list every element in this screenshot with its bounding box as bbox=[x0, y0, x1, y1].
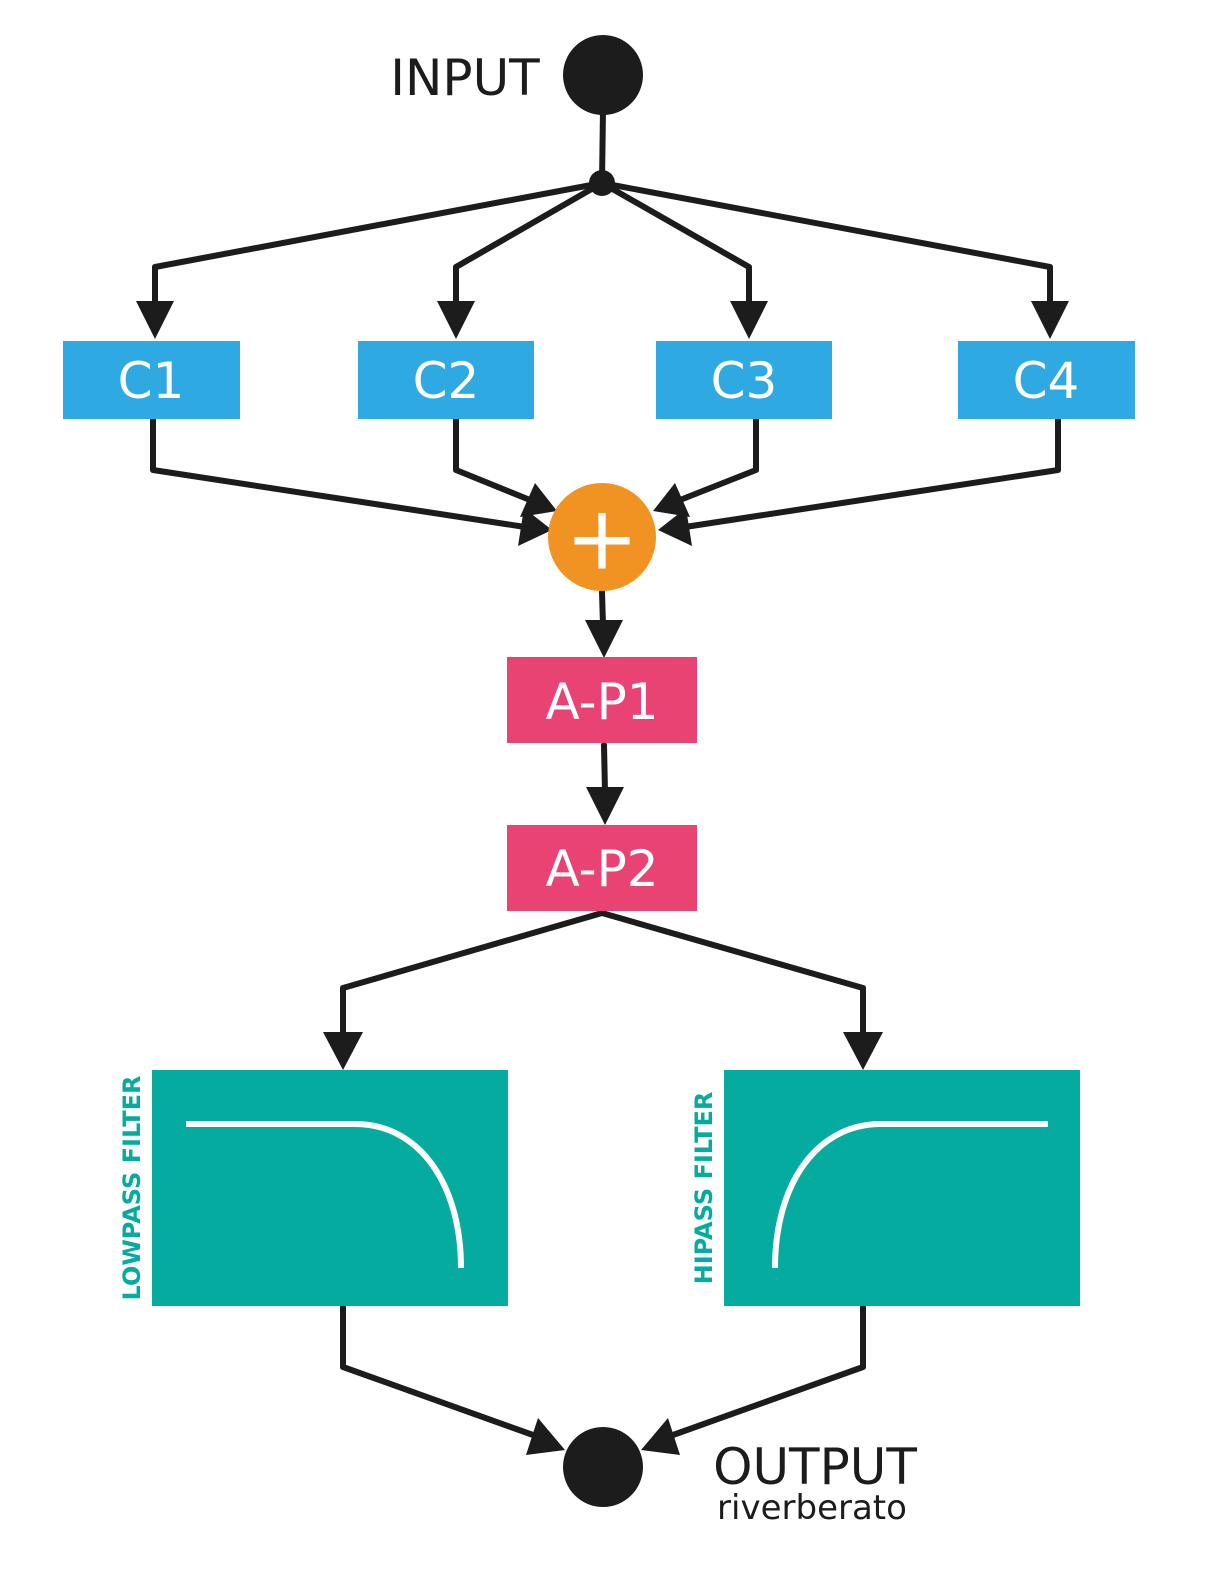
comb-filter-c3-box bbox=[656, 341, 832, 419]
wire-input-to-split bbox=[599, 107, 606, 185]
arrowhead-to-c1 bbox=[136, 301, 174, 339]
connections bbox=[150, 107, 1061, 1438]
input-node: INPUT bbox=[390, 35, 643, 115]
allpass-filter-ap1: A-P1 bbox=[507, 657, 697, 743]
hipass-response-curve bbox=[772, 1121, 1048, 1269]
allpass-filter-ap2-label: A-P2 bbox=[545, 840, 658, 898]
comb-filter-c2: C2 bbox=[358, 341, 534, 419]
arrowhead-c1-into-sum bbox=[518, 508, 552, 546]
allpass-filter-ap2-box bbox=[507, 825, 697, 911]
hipass-filter-label: HIPASS FILTER bbox=[690, 1092, 718, 1285]
wire-c3-to-sum bbox=[677, 416, 759, 503]
summing-node: + bbox=[548, 483, 656, 591]
wire-c2-to-sum bbox=[453, 416, 533, 503]
allpass-filter-ap1-box bbox=[507, 657, 697, 743]
output-sublabel: riverberato bbox=[717, 1488, 907, 1528]
output-dot bbox=[563, 1427, 643, 1507]
comb-filter-c3-label: C3 bbox=[711, 352, 778, 410]
wire-split-to-c1 bbox=[152, 180, 605, 308]
arrowhead-c4-into-sum bbox=[658, 508, 692, 546]
wire-sum-to-ap1 bbox=[599, 589, 606, 628]
lowpass-filter: LOWPASS FILTER bbox=[118, 1070, 508, 1306]
comb-filter-row: C1 C2 C3 C4 bbox=[63, 341, 1135, 419]
allpass-filter-ap1-label: A-P1 bbox=[545, 673, 658, 731]
wire-ap1-to-ap2 bbox=[601, 742, 608, 795]
wire-c4-to-sum bbox=[682, 416, 1061, 530]
lowpass-filter-box bbox=[152, 1070, 508, 1306]
comb-filter-c2-label: C2 bbox=[413, 352, 480, 410]
arrowhead-c3-into-sum bbox=[653, 483, 690, 517]
hipass-filter: HIPASS FILTER bbox=[690, 1070, 1080, 1306]
comb-filter-c1-box bbox=[63, 341, 240, 419]
wire-hipass-to-output bbox=[670, 1304, 866, 1438]
arrowhead-into-lowpass bbox=[323, 1032, 363, 1070]
arrowhead-c2-into-sum bbox=[520, 483, 557, 517]
comb-filter-c1: C1 bbox=[63, 341, 240, 419]
arrowhead-to-c2 bbox=[437, 301, 475, 339]
arrowheads bbox=[136, 301, 1069, 1455]
arrowhead-to-c3 bbox=[730, 301, 768, 339]
arrowhead-into-hipass bbox=[843, 1032, 883, 1070]
arrowhead-into-ap2 bbox=[586, 787, 624, 825]
wire-c1-to-sum bbox=[150, 416, 528, 530]
arrowhead-into-ap1 bbox=[585, 620, 623, 658]
lowpass-filter-label: LOWPASS FILTER bbox=[118, 1075, 146, 1300]
summing-node-circle bbox=[548, 483, 656, 591]
wire-split-to-c4 bbox=[599, 180, 1053, 308]
arrowhead-lowpass-into-output bbox=[526, 1418, 565, 1455]
comb-filter-c3: C3 bbox=[656, 341, 832, 419]
comb-filter-c1-label: C1 bbox=[118, 352, 185, 410]
wire-split-to-c2 bbox=[453, 180, 605, 308]
comb-filter-c4: C4 bbox=[958, 341, 1135, 419]
comb-filter-c4-label: C4 bbox=[1013, 352, 1080, 410]
input-label: INPUT bbox=[390, 49, 540, 107]
wire-ap2-to-hipass bbox=[599, 910, 866, 1038]
wire-ap2-to-lowpass bbox=[340, 910, 605, 1038]
plus-icon: + bbox=[565, 487, 639, 590]
input-dot bbox=[563, 35, 643, 115]
lowpass-response-curve bbox=[186, 1121, 464, 1269]
wire-split-to-c3 bbox=[599, 180, 752, 308]
output-label: OUTPUT bbox=[713, 1438, 917, 1496]
comb-filter-c2-box bbox=[358, 341, 534, 419]
output-node: OUTPUT riverberato bbox=[563, 1427, 917, 1528]
arrowhead-to-c4 bbox=[1031, 301, 1069, 339]
arrowhead-hipass-into-output bbox=[641, 1418, 680, 1455]
comb-filter-c4-box bbox=[958, 341, 1135, 419]
allpass-filter-ap2: A-P2 bbox=[507, 825, 697, 911]
hipass-filter-box bbox=[724, 1070, 1080, 1306]
wire-lowpass-to-output bbox=[340, 1304, 536, 1438]
